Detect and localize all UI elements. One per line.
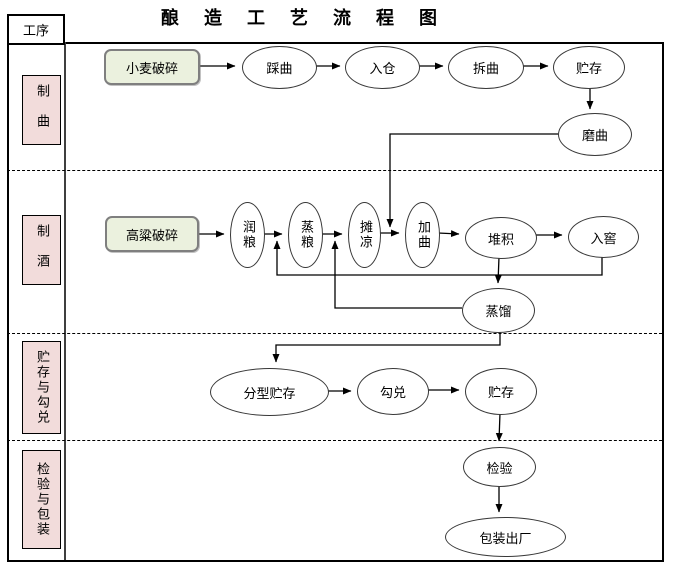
stage-label-qu-making: 制曲 xyxy=(22,75,61,145)
node-typed-storage: 分型贮存 xyxy=(210,368,329,416)
node-packaging-shipping: 包装出厂 xyxy=(445,517,566,557)
row-divider-1 xyxy=(7,170,662,171)
node-qu-storage: 贮存 xyxy=(553,46,625,89)
page-title: 酿造工艺流程图 xyxy=(161,8,462,29)
row-divider-2 xyxy=(7,333,662,334)
corner-label-box: 工序 xyxy=(7,14,65,45)
corner-label: 工序 xyxy=(22,24,49,39)
node-qu-dismantling: 拆曲 xyxy=(448,46,524,89)
node-inspection: 检验 xyxy=(463,447,536,487)
stage-label-liquor-making: 制酒 xyxy=(22,215,61,285)
node-qu-grinding: 磨曲 xyxy=(558,113,632,156)
node-pit-entry: 入窖 xyxy=(568,216,639,258)
node-spreading-cooling: 摊凉 xyxy=(348,202,381,268)
diagram-frame xyxy=(7,42,664,562)
node-distillation: 蒸馏 xyxy=(462,288,535,333)
node-sorghum-crushing: 高粱破碎 xyxy=(105,216,199,252)
node-warehousing: 入仓 xyxy=(345,46,420,89)
node-qu-treading: 踩曲 xyxy=(242,46,317,89)
node-liquor-storage: 贮存 xyxy=(465,368,537,415)
node-blending: 勾兑 xyxy=(357,368,429,415)
node-grain-moistening: 润粮 xyxy=(230,202,265,268)
node-grain-steaming: 蒸粮 xyxy=(288,202,323,268)
node-wheat-crushing: 小麦破碎 xyxy=(104,49,200,85)
stage-label-storage-blending: 贮存与勾兑 xyxy=(22,341,61,434)
label-column-divider xyxy=(64,42,66,560)
stage-label-inspection-packaging: 检验与包装 xyxy=(22,450,61,549)
node-qu-adding: 加曲 xyxy=(405,202,440,268)
row-divider-3 xyxy=(7,440,662,441)
node-stacking: 堆积 xyxy=(465,217,537,259)
